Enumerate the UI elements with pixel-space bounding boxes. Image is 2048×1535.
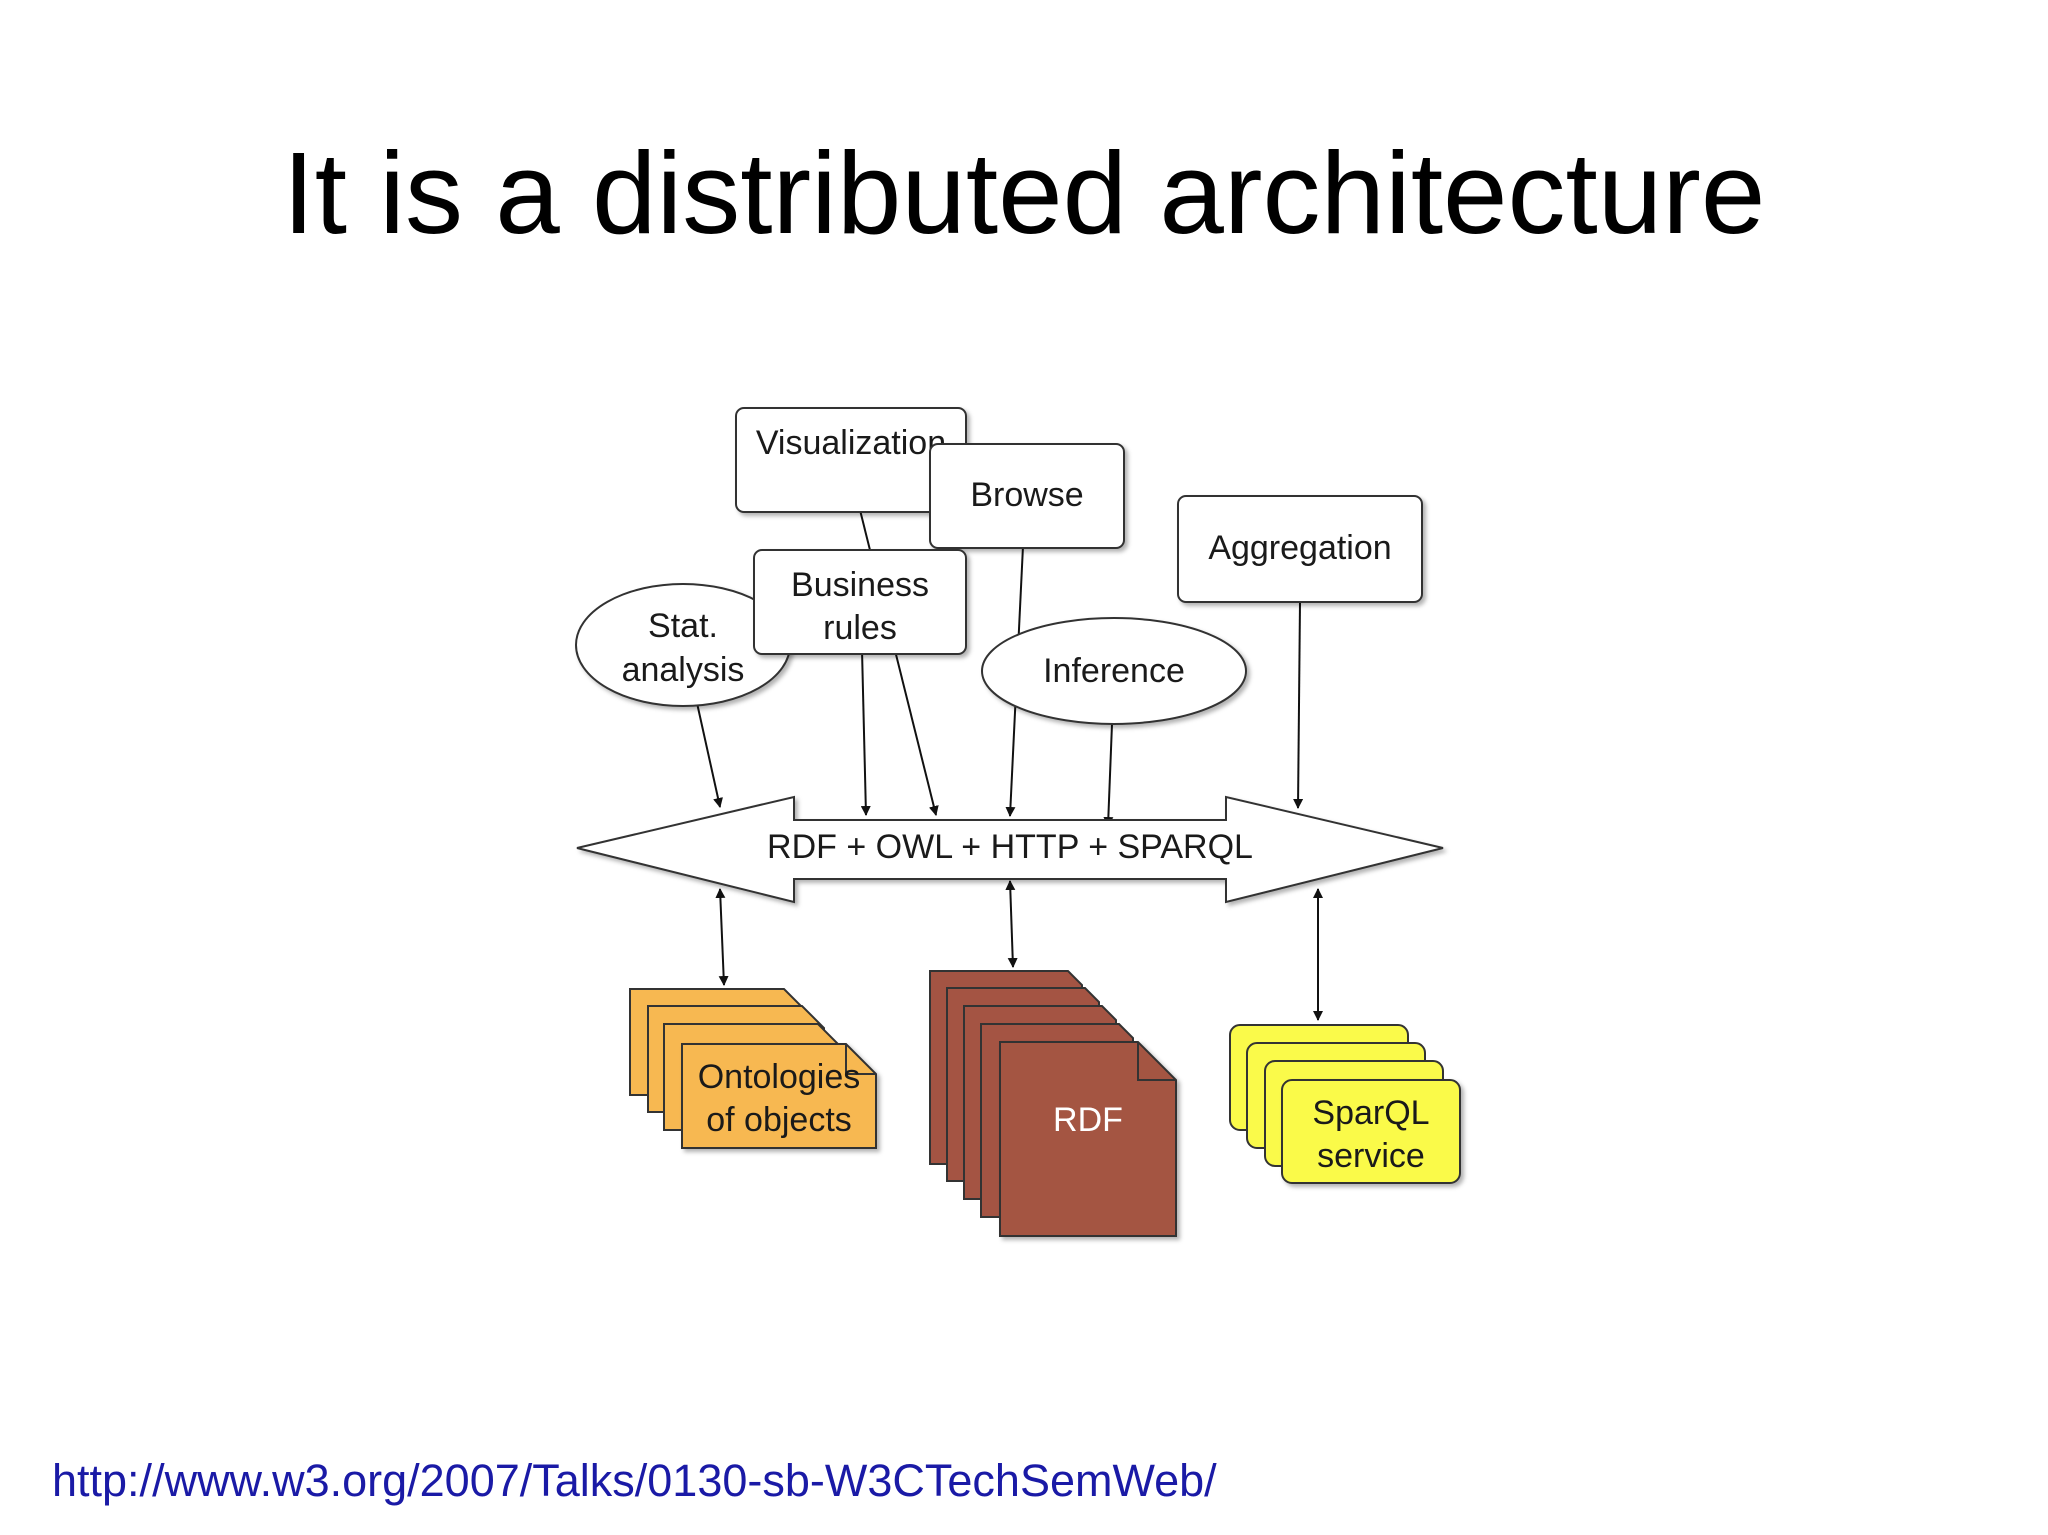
inference-ellipse: Inference <box>981 617 1247 725</box>
stat-analysis-ellipse: Stat. analysis <box>575 583 791 707</box>
arrow-bus-ontologies <box>715 888 729 986</box>
business-rules-box: Business rules <box>753 549 967 655</box>
ontologies-stack: Ontologies of objects <box>629 988 877 1149</box>
visualization-box: Visualization <box>735 407 967 513</box>
aggregation-box: Aggregation <box>1177 495 1423 603</box>
business-rules-label-line1: Business <box>791 566 929 604</box>
stat-analysis-label-line1: Stat. <box>648 607 718 645</box>
arrow-inference-to-bus <box>1103 723 1114 827</box>
business-rules-label-line2: rules <box>823 609 897 647</box>
slide-title: It is a distributed architecture <box>282 128 1766 258</box>
ontologies-label-line2: of objects <box>706 1101 852 1139</box>
protocol-bus-arrow: RDF + OWL + HTTP + SPARQL <box>576 795 1444 904</box>
browse-label: Browse <box>970 476 1083 514</box>
arrow-stat-analysis-to-bus <box>696 702 723 808</box>
bus-label: RDF + OWL + HTTP + SPARQL <box>767 828 1253 866</box>
arrow-bus-rdf <box>1005 880 1018 968</box>
source-url-link[interactable]: http://www.w3.org/2007/Talks/0130-sb-W3C… <box>52 1455 1217 1506</box>
sparql-label-line2: service <box>1317 1137 1425 1175</box>
arrow-business-rules-to-bus <box>860 649 871 816</box>
visualization-label: Visualization <box>756 424 946 462</box>
arrow-aggregation-to-bus <box>1293 601 1304 809</box>
aggregation-label: Aggregation <box>1208 529 1391 567</box>
rdf-label: RDF <box>1053 1101 1123 1139</box>
stat-analysis-label-line2: analysis <box>622 651 745 689</box>
sparql-service-stack: SparQL service <box>1229 1024 1461 1184</box>
browse-box: Browse <box>929 443 1125 549</box>
sparql-label-line1: SparQL <box>1312 1094 1429 1132</box>
ontologies-label-line1: Ontologies <box>698 1058 861 1096</box>
rdf-stack: RDF <box>929 970 1177 1237</box>
inference-label: Inference <box>1043 652 1185 690</box>
